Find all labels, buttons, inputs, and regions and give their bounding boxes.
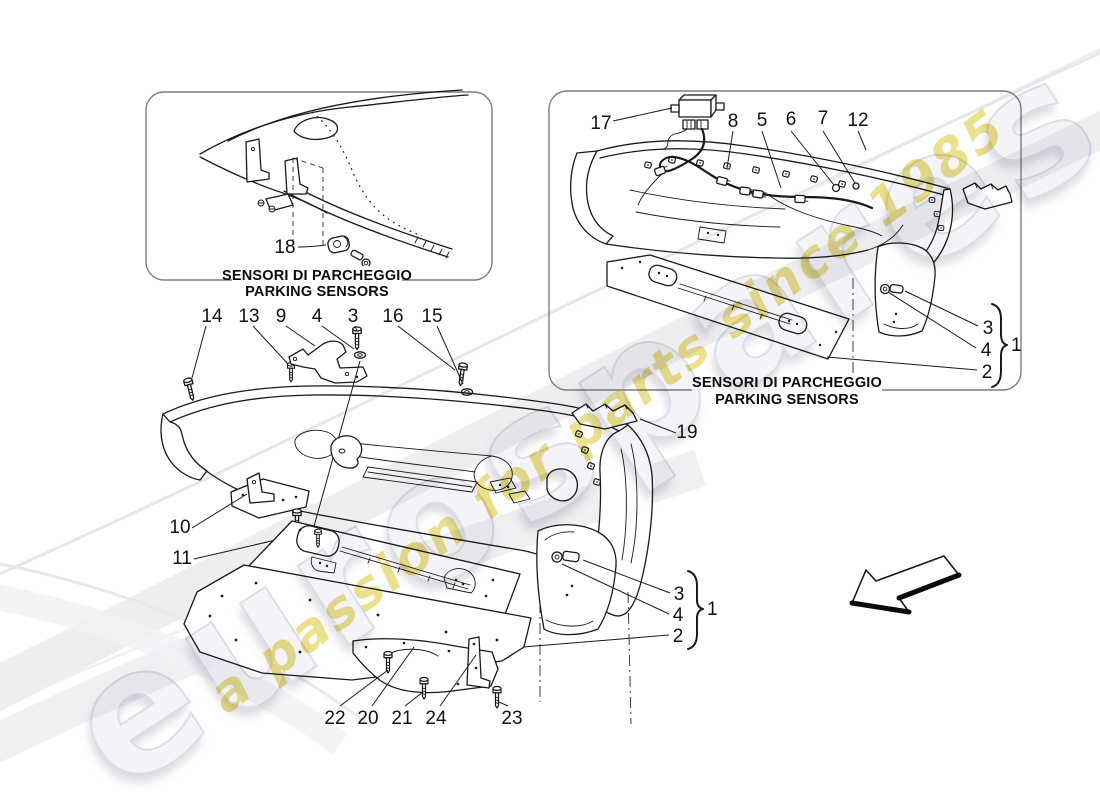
caption-english: PARKING SENSORS — [245, 284, 389, 300]
callout-10[interactable]: 10 — [169, 517, 190, 538]
parking-sensor-part — [327, 235, 371, 268]
callout-11[interactable]: 11 — [172, 548, 192, 569]
callout-18[interactable]: 18 — [274, 237, 295, 258]
callout-20[interactable]: 20 — [357, 708, 378, 729]
callout-17[interactable]: 17 — [590, 113, 611, 134]
callout-22[interactable]: 22 — [324, 708, 345, 729]
callout-7[interactable]: 7 — [818, 108, 829, 129]
caption-backdrop — [232, 266, 402, 300]
callout-3-harness[interactable]: 3 — [983, 318, 994, 339]
callout-13[interactable]: 13 — [238, 306, 259, 327]
caption-italian: SENSORI DI PARCHEGGIO — [692, 375, 882, 391]
callout-4[interactable]: 4 — [312, 306, 323, 327]
callout-6[interactable]: 6 — [786, 109, 797, 130]
bracket-24 — [466, 636, 491, 689]
callout-15[interactable]: 15 — [421, 306, 442, 327]
callout-1-main[interactable]: 1 — [707, 599, 718, 620]
caption-english: PARKING SENSORS — [715, 392, 859, 408]
callout-12[interactable]: 12 — [847, 110, 868, 131]
main-exploded-diagram: 14 13 9 4 3 16 15 — [160, 306, 718, 729]
callout-19[interactable]: 19 — [676, 422, 697, 443]
callout-5[interactable]: 5 — [757, 110, 768, 131]
callout-4-harness[interactable]: 4 — [981, 340, 992, 361]
callout-8[interactable]: 8 — [728, 111, 739, 132]
callout-2-main[interactable]: 2 — [673, 626, 684, 647]
direction-arrow — [849, 555, 962, 615]
callout-3-main[interactable]: 3 — [674, 584, 685, 605]
callout-4-main[interactable]: 4 — [673, 605, 684, 626]
callout-14[interactable]: 14 — [201, 306, 223, 327]
callout-24[interactable]: 24 — [425, 708, 447, 729]
parking-sensor-ecu — [670, 94, 725, 130]
callout-3[interactable]: 3 — [348, 306, 359, 327]
callout-21[interactable]: 21 — [391, 708, 412, 729]
caption-italian: SENSORI DI PARCHEGGIO — [222, 268, 412, 284]
callout-23[interactable]: 23 — [501, 708, 522, 729]
caption-backdrop — [692, 373, 882, 409]
callout-1-harness[interactable]: 1 — [1011, 335, 1022, 356]
inset-parking-sensor-location: 18 SENSORI DI PARCHEGGIO PARKING SENSORS — [145, 89, 493, 300]
callout-9[interactable]: 9 — [276, 306, 287, 327]
inset-parking-sensor-harness: 17 8 5 6 7 12 3 4 1 2 SENSORI DI PARCHEG… — [548, 90, 1022, 409]
bumper-corner-piece — [536, 524, 617, 636]
callout-2-harness[interactable]: 2 — [982, 362, 993, 383]
callout-16[interactable]: 16 — [382, 306, 403, 327]
